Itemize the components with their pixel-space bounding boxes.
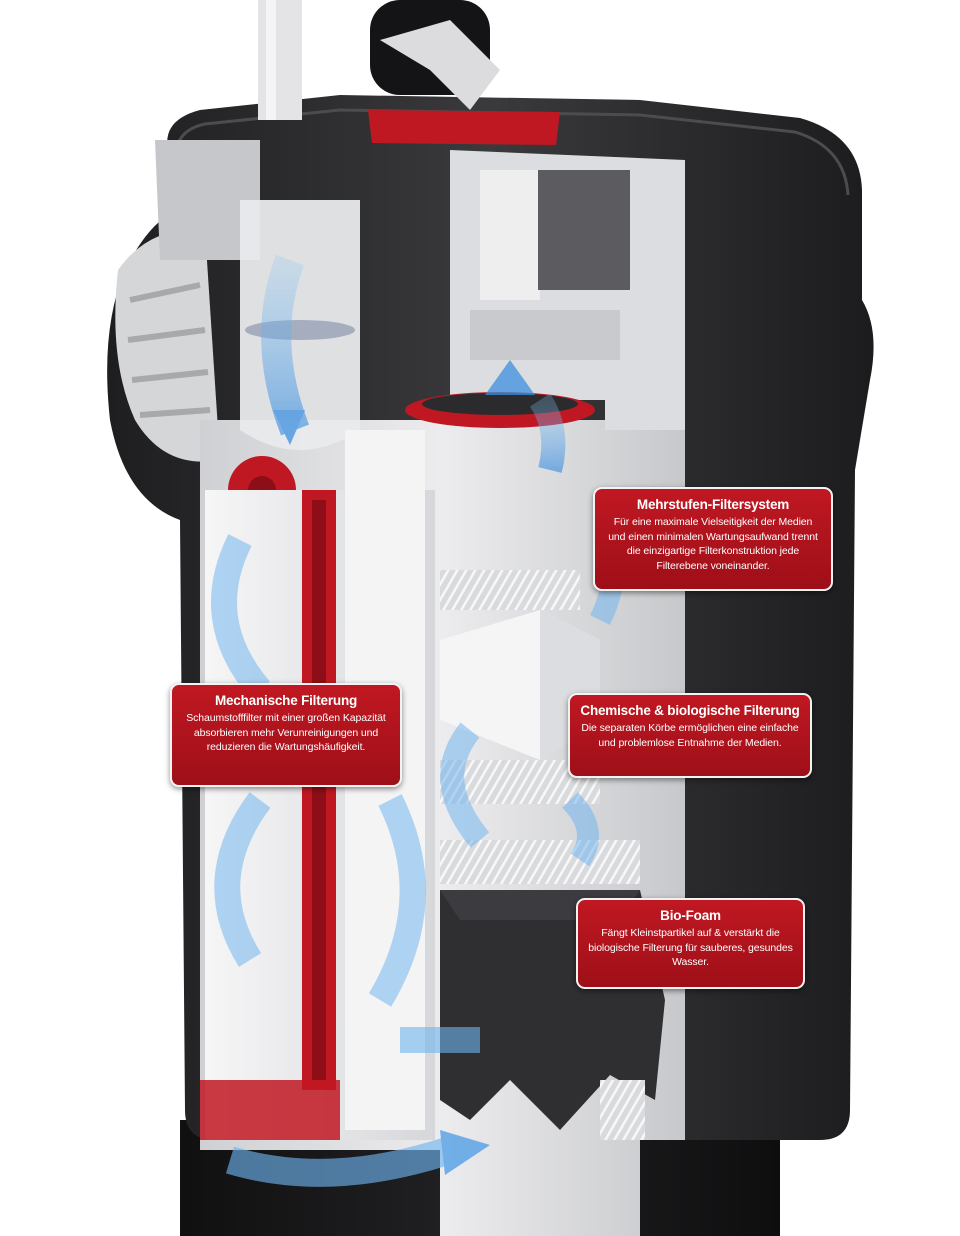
callout-multistage-filtersystem: Mehrstufen-Filtersystem Für eine maximal… — [593, 487, 833, 591]
callout-mechanical-filtering: Mechanische Filterung Schaumstofffilter … — [170, 683, 402, 787]
water-flow-arrow-icon — [211, 150, 625, 1187]
callout-body: Für eine maximale Vielseitigkeit der Med… — [608, 516, 818, 572]
inlet-tube — [258, 0, 302, 120]
media-basket-bottom — [440, 840, 640, 884]
callout-title: Chemische & biologische Filterung — [580, 703, 800, 718]
callout-title: Bio-Foam — [660, 908, 721, 923]
media-basket-top — [440, 570, 580, 610]
callout-title: Mechanische Filterung — [214, 693, 358, 708]
callout-bio-foam: Bio-Foam Fängt Kleinstpartikel auf & ver… — [576, 898, 805, 989]
valve-lever — [368, 110, 560, 145]
callout-title: Mehrstufen-Filtersystem — [636, 497, 790, 512]
callout-chemical-biological-filtering: Chemische & biologische Filterung Die se… — [568, 693, 812, 778]
callout-body: Die separaten Körbe ermöglichen eine ein… — [581, 722, 799, 749]
lid-latch-icon — [380, 20, 500, 110]
pump-impeller-icon — [538, 170, 630, 290]
callout-body: Fängt Kleinstpartikel auf & verstärkt di… — [588, 927, 793, 968]
callout-body: Schaumstofffilter mit einer großen Kapaz… — [186, 712, 386, 753]
